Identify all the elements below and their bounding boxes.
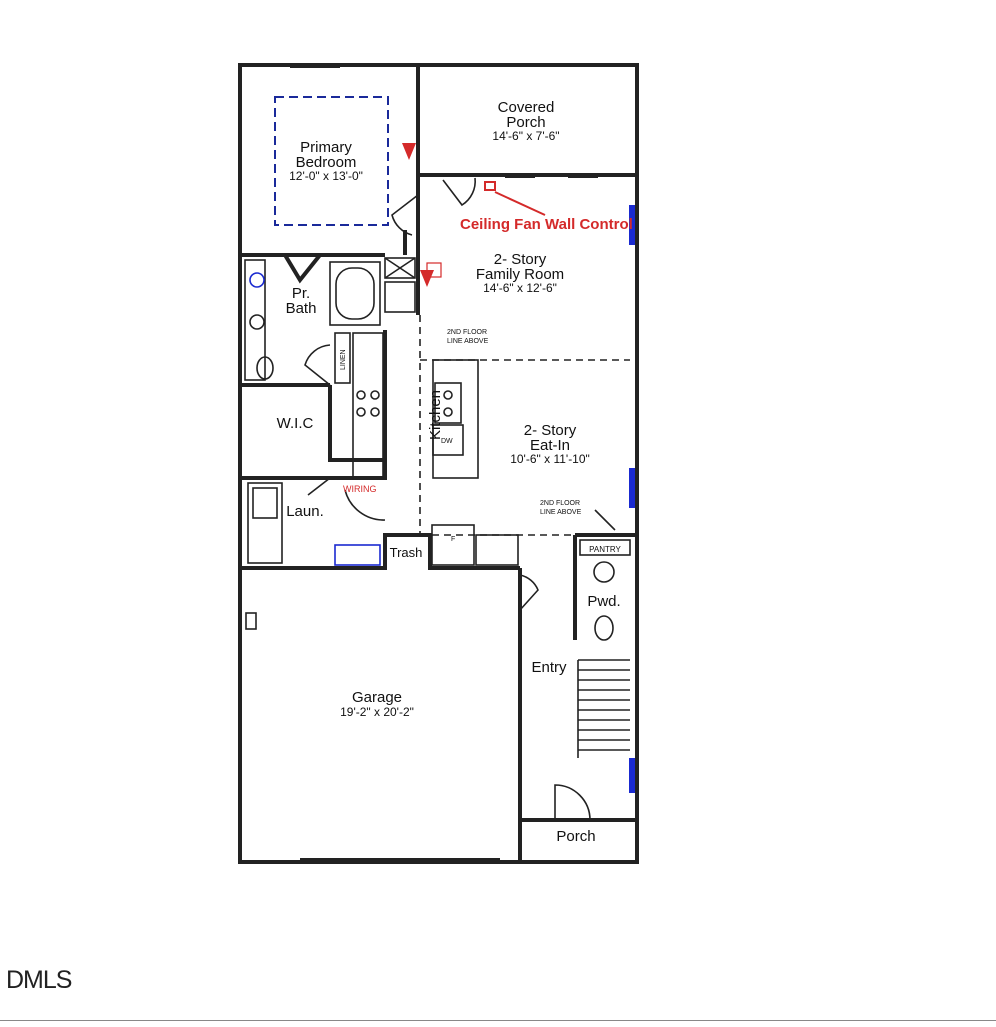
second-floor-line xyxy=(419,315,630,536)
eat-in-label: 2- Story xyxy=(524,422,577,439)
fixtures xyxy=(244,257,631,758)
dmls-watermark: DMLS xyxy=(6,966,72,994)
floor-line-note: 2ND FLOOR xyxy=(447,329,487,336)
bedroom-tray-ceiling xyxy=(274,96,389,226)
family-room-size: 14'-6" x 12'-6" xyxy=(483,281,557,295)
wiring-note: WIRING xyxy=(343,484,377,494)
bath-label: Pr. xyxy=(292,285,310,302)
ceiling-fan-note: Ceiling Fan Wall Control xyxy=(460,216,633,233)
garage-label: Garage xyxy=(352,689,402,706)
floor-line-note-2: LINE ABOVE xyxy=(447,338,489,345)
windows xyxy=(290,63,635,863)
entry-label: Entry xyxy=(531,659,567,676)
primary-bedroom-label: Primary xyxy=(300,139,352,156)
doors xyxy=(304,177,616,821)
trash-label: Trash xyxy=(390,545,423,560)
covered-porch-size: 14'-6" x 7'-6" xyxy=(492,129,559,143)
primary-bedroom-label-2: Bedroom xyxy=(296,154,357,171)
fan-control-annotation xyxy=(402,143,546,287)
room-labels: Covered Porch 14'-6" x 7'-6" Primary Bed… xyxy=(277,99,633,845)
laundry-label: Laun. xyxy=(286,503,324,520)
porch-label: Porch xyxy=(556,828,595,845)
fridge-label: F xyxy=(451,536,455,543)
covered-porch-label-2: Porch xyxy=(506,114,545,131)
bath-label-2: Bath xyxy=(286,300,317,317)
pantry-label: PANTRY xyxy=(589,545,621,554)
dw-label: DW xyxy=(441,438,453,445)
family-room-label-2: Family Room xyxy=(476,266,564,283)
covered-porch-label: Covered xyxy=(498,99,555,116)
divider xyxy=(0,1020,996,1021)
exterior-walls xyxy=(238,63,639,864)
eat-in-size: 10'-6" x 11'-10" xyxy=(510,452,590,466)
floor-line-note-b-2: LINE ABOVE xyxy=(540,509,582,516)
family-room-label: 2- Story xyxy=(494,251,547,268)
primary-bedroom-size: 12'-0" x 13'-0" xyxy=(289,169,363,183)
floor-line-note-b: 2ND FLOOR xyxy=(540,500,580,507)
kitchen-label: Kitchen xyxy=(427,390,444,440)
eat-in-label-2: Eat-In xyxy=(530,437,570,454)
linen-label: LINEN xyxy=(340,349,347,370)
garage-size: 19'-2" x 20'-2" xyxy=(340,705,414,719)
powder-label: Pwd. xyxy=(587,593,620,610)
wic-label: W.I.C xyxy=(277,415,314,432)
